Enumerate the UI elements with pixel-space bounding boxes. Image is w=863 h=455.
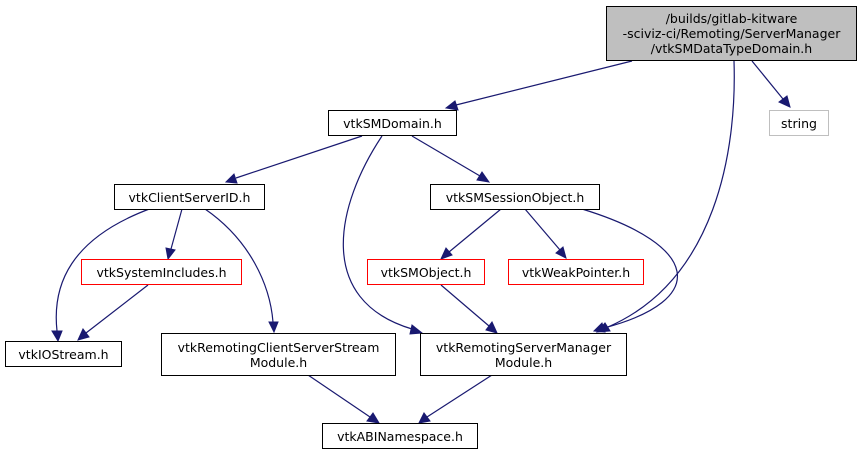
arrowhead-clientserverid-to-iostream (51, 330, 63, 343)
edge-smdomain-to-smsessionobject (411, 135, 481, 177)
node-servermanagermodule-line-1: vtkRemotingServerManager (435, 339, 612, 355)
edge-root-to-servermanagermodule (607, 60, 735, 328)
node-vtkabinamespace[interactable]: vtkABINamespace.h (322, 423, 478, 449)
edge-smobject-to-servermanagermodule (440, 284, 490, 327)
edge-systemincludes-to-iostream (85, 284, 149, 334)
node-root-line-3: /vtkSMDataTypeDomain.h (650, 41, 813, 56)
node-root-line-1: /builds/gitlab-kitware (665, 11, 798, 26)
edge-clientserverid-to-systemincludes (170, 208, 183, 250)
arrowhead-root-to-smdomain (444, 100, 459, 111)
edge-smsessionobject-to-smobject (448, 208, 502, 253)
edge-servermanagermodule-to-abinamespace (426, 374, 493, 418)
node-clientserverstream-line-2: Module.h (249, 354, 308, 370)
arrowhead-clientserverid-to-systemincludes (165, 247, 176, 261)
node-vtkweakpointer-label: vtkWeakPointer.h (521, 264, 631, 280)
edge-clientserverid-to-iostream (55, 207, 153, 332)
arrowhead-systemincludes-to-iostream (77, 328, 90, 341)
node-vtksystemincludes-label: vtkSystemIncludes.h (96, 264, 227, 280)
node-vtksmobject[interactable]: vtkSMObject.h (367, 259, 485, 285)
edge-smsessionobject-to-servermanagermodule (581, 208, 679, 329)
node-vtksmsessionobject[interactable]: vtkSMSessionObject.h (430, 184, 600, 210)
node-vtkclientserverid-label: vtkClientServerID.h (128, 189, 251, 205)
arrowhead-clientserverstream-to-abinamespace (366, 412, 380, 424)
arrowhead-smsessionobject-to-smobject (440, 247, 453, 260)
arrowhead-servermanagermodule-to-abinamespace (418, 412, 431, 424)
edge-smdomain-to-clientserverid (235, 135, 363, 179)
node-vtksystemincludes[interactable]: vtkSystemIncludes.h (81, 259, 242, 285)
node-vtkiostream[interactable]: vtkIOStream.h (5, 341, 122, 367)
node-vtkremotingservermanagermodule[interactable]: vtkRemotingServerManager Module.h (420, 333, 627, 376)
edge-smdomain-to-servermanagermodule (342, 135, 413, 330)
node-clientserverstream-line-1: vtkRemotingClientServerStream (177, 339, 380, 355)
node-vtkweakpointer[interactable]: vtkWeakPointer.h (508, 259, 644, 285)
node-vtkclientserverid[interactable]: vtkClientServerID.h (114, 184, 265, 210)
node-vtkremotingclientserverstreammodule[interactable]: vtkRemotingClientServerStream Module.h (161, 333, 396, 376)
arrowhead-root-to-string (778, 95, 791, 108)
arrowhead-smdomain-to-clientserverid (224, 173, 238, 184)
arrowhead-smsessionobject-to-weakpointer (555, 246, 567, 259)
node-root-line-2: -sciviz-ci/Remoting/ServerManager (622, 26, 841, 41)
node-root-vtksmdatatypedomain: /builds/gitlab-kitware -sciviz-ci/Remoti… (606, 6, 857, 61)
arrowhead-smdomain-to-servermanagermodule (409, 324, 424, 335)
edge-root-to-string (751, 60, 784, 100)
node-vtksmsessionobject-label: vtkSMSessionObject.h (445, 189, 585, 205)
node-vtkiostream-label: vtkIOStream.h (18, 346, 109, 362)
node-servermanagermodule-line-2: Module.h (494, 354, 553, 370)
arrowhead-clientserverid-to-clientserverstream (268, 321, 279, 334)
arrowhead-smobject-to-servermanagermodule (485, 321, 498, 334)
edge-smsessionobject-to-weakpointer (524, 208, 561, 251)
edge-clientserverid-to-clientserverstream (204, 208, 274, 323)
edge-root-to-smdomain (455, 60, 633, 106)
node-vtksmobject-label: vtkSMObject.h (380, 264, 472, 280)
edge-clientserverstream-to-abinamespace (307, 374, 371, 418)
arrowhead-smdomain-to-smsessionobject (476, 171, 491, 183)
arrowhead-smsessionobject-to-servermanagermodule (592, 322, 606, 333)
node-vtkabinamespace-label: vtkABINamespace.h (337, 428, 463, 444)
node-vtksmdomain[interactable]: vtkSMDomain.h (328, 110, 457, 136)
node-vtksmdomain-label: vtkSMDomain.h (343, 115, 442, 131)
node-string: string (769, 110, 829, 136)
node-string-label: string (781, 115, 817, 131)
